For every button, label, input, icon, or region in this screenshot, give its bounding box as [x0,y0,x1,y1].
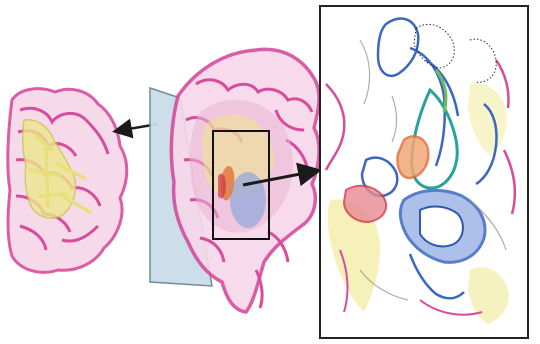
coronal-section [8,89,127,273]
zoom-blue-tract-lower-inner [420,207,463,247]
zoomed-panel [320,6,528,338]
